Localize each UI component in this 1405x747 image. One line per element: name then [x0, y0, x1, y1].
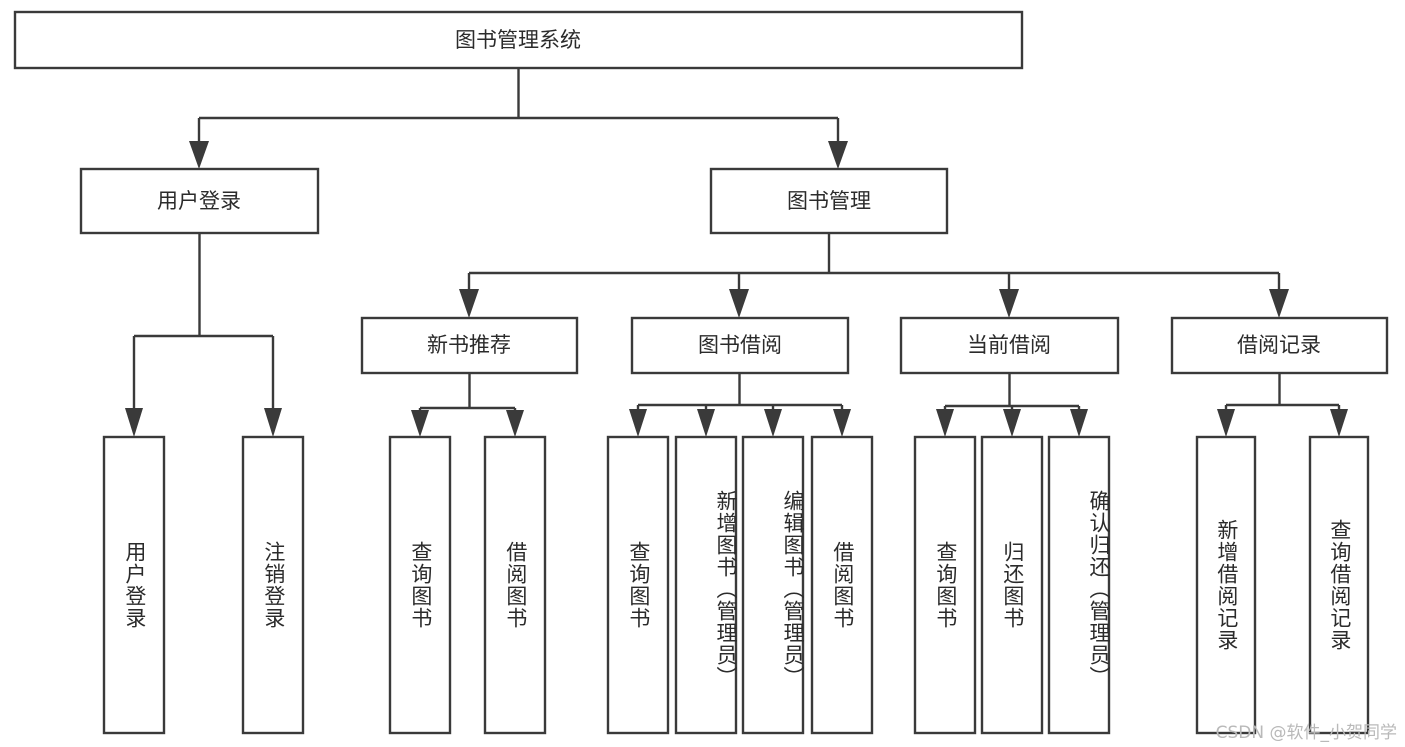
arrow-borrow-leaf-3: [764, 409, 782, 437]
node-root-box[interactable]: [13, 10, 1024, 70]
node-borrow-records-box[interactable]: [1170, 316, 1389, 375]
arrow-bookmgmt-to-newbook: [459, 289, 479, 318]
leaf-box-logout[interactable]: [241, 435, 305, 735]
leaf-box-borrow-book-1[interactable]: [483, 435, 547, 735]
leaf-box-edit-book-admin[interactable]: [741, 435, 805, 735]
arrow-records-leaf-1: [1217, 409, 1235, 437]
arrow-newbook-leaf-2: [506, 410, 524, 437]
node-borrow-records-label: 借阅记录: [1237, 333, 1321, 357]
leaf-box-query-book-3[interactable]: [913, 435, 977, 735]
leaf-box-confirm-return-admin[interactable]: [1047, 435, 1111, 735]
leaf-box-query-book-2[interactable]: [606, 435, 670, 735]
arrow-borrow-leaf-4: [833, 409, 851, 437]
arrow-records-leaf-2: [1330, 409, 1348, 437]
leaf-box-return-book[interactable]: [980, 435, 1044, 735]
edge-layer: [125, 68, 1348, 437]
node-user-login-box[interactable]: [79, 167, 320, 235]
leaf-box-add-book-admin[interactable]: [674, 435, 738, 735]
node-book-borrow-label: 图书借阅: [698, 333, 782, 357]
arrow-userlogin-leaf-2: [264, 408, 282, 437]
arrow-current-leaf-2: [1003, 409, 1021, 437]
node-root-label: 图书管理系统: [455, 28, 581, 52]
node-current-borrow-box[interactable]: [899, 316, 1120, 375]
arrow-borrow-leaf-2: [697, 409, 715, 437]
arrow-root-to-book-mgmt: [828, 141, 848, 169]
arrow-root-to-user-login: [189, 141, 209, 169]
node-book-management-label: 图书管理: [787, 189, 871, 213]
arrow-newbook-leaf-1: [411, 410, 429, 437]
arrow-userlogin-leaf-1: [125, 408, 143, 437]
arrow-bookmgmt-to-records: [1269, 289, 1289, 318]
arrow-current-leaf-1: [936, 409, 954, 437]
leaf-box-borrow-book-2[interactable]: [810, 435, 874, 735]
node-user-login-label: 用户登录: [157, 189, 241, 213]
leaf-box-user-login[interactable]: [102, 435, 166, 735]
leaf-box-add-borrow-record[interactable]: [1195, 435, 1257, 735]
node-book-borrow-box[interactable]: [630, 316, 850, 375]
node-current-borrow-label: 当前借阅: [967, 333, 1051, 357]
csdn-watermark: CSDN @软件_小贺同学: [1215, 723, 1397, 743]
arrow-borrow-leaf-1: [629, 409, 647, 437]
arrow-bookmgmt-to-borrow: [729, 289, 749, 318]
node-layer: 图书管理系统 用户登录 图书管理 新书推荐 图书借阅 当前借阅 借阅记录: [13, 10, 1389, 735]
node-book-management-box[interactable]: [709, 167, 949, 235]
arrow-bookmgmt-to-current: [999, 289, 1019, 318]
node-new-book-recommend-box[interactable]: [360, 316, 579, 375]
leaf-box-query-borrow-record[interactable]: [1308, 435, 1370, 735]
arrow-current-leaf-3: [1070, 409, 1088, 437]
node-new-book-recommend-label: 新书推荐: [427, 333, 511, 357]
leaf-box-query-book-1[interactable]: [388, 435, 452, 735]
